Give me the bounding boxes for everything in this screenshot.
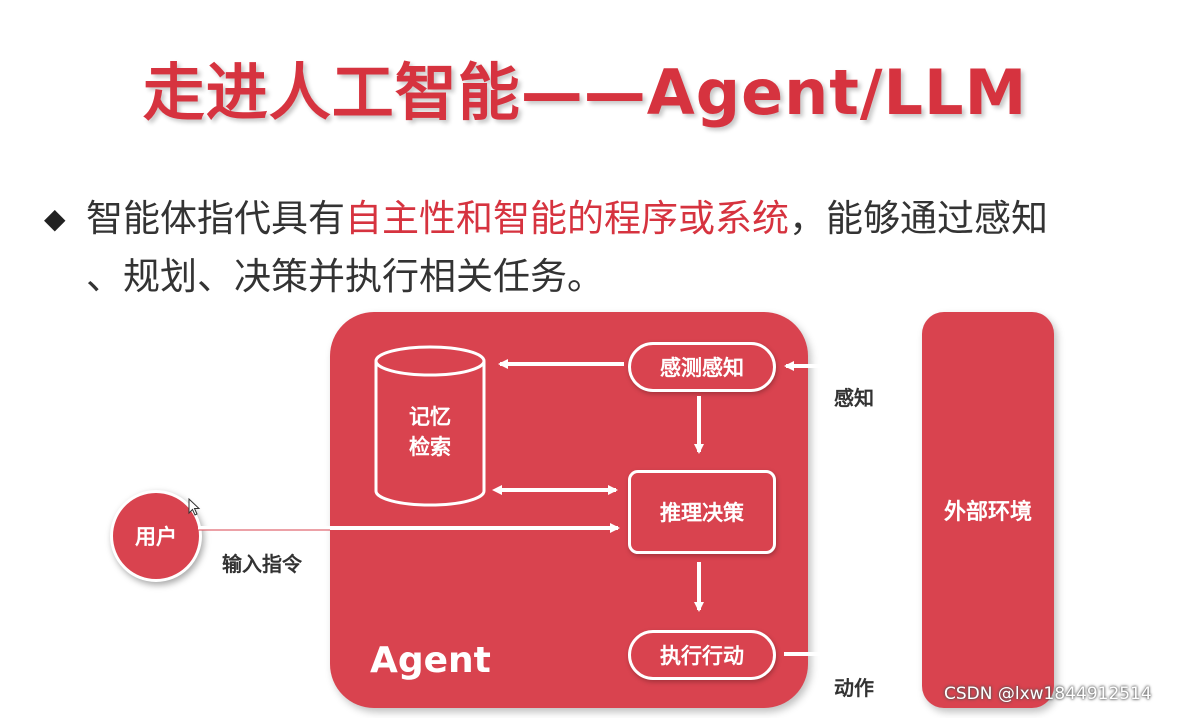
diamond-bullet-icon: ◆ bbox=[44, 202, 66, 235]
exec-node: 执行行动 bbox=[628, 630, 776, 680]
memory-label: 记忆 检索 bbox=[378, 402, 482, 462]
bullet-text-before: 智能体指代具有 bbox=[86, 197, 345, 240]
watermark: CSDN @lxw1844912514 bbox=[944, 684, 1152, 704]
bullet-paragraph: ◆ 智能体指代具有自主性和智能的程序或系统，能够通过感知 、规划、决策并执行相关… bbox=[44, 190, 1164, 306]
bullet-text-line2: 、规划、决策并执行相关任务。 bbox=[86, 255, 604, 298]
memory-label-line1: 记忆 bbox=[409, 405, 451, 429]
bullet-text-after: ，能够通过感知 bbox=[789, 197, 1048, 240]
bullet-text: 智能体指代具有自主性和智能的程序或系统，能够通过感知 、规划、决策并执行相关任务… bbox=[44, 190, 1164, 306]
environment-box: 外部环境 bbox=[922, 312, 1054, 708]
mouse-cursor-icon bbox=[188, 498, 201, 516]
perceive-label: 感知 bbox=[834, 386, 874, 410]
memory-label-line2: 检索 bbox=[409, 435, 451, 459]
agent-label: Agent bbox=[370, 640, 491, 681]
user-node: 用户 bbox=[110, 490, 202, 582]
reason-node: 推理决策 bbox=[628, 470, 776, 554]
input-command-label: 输入指令 bbox=[222, 552, 302, 576]
action-label: 动作 bbox=[834, 676, 874, 700]
memory-cylinder-icon bbox=[374, 345, 486, 507]
bullet-highlight: 自主性和智能的程序或系统 bbox=[345, 197, 789, 240]
slide-title: 走进人工智能——Agent/LLM bbox=[142, 56, 1028, 129]
environment-label: 外部环境 bbox=[943, 500, 1032, 525]
user-label: 用户 bbox=[135, 525, 177, 549]
sense-node: 感测感知 bbox=[628, 342, 776, 392]
